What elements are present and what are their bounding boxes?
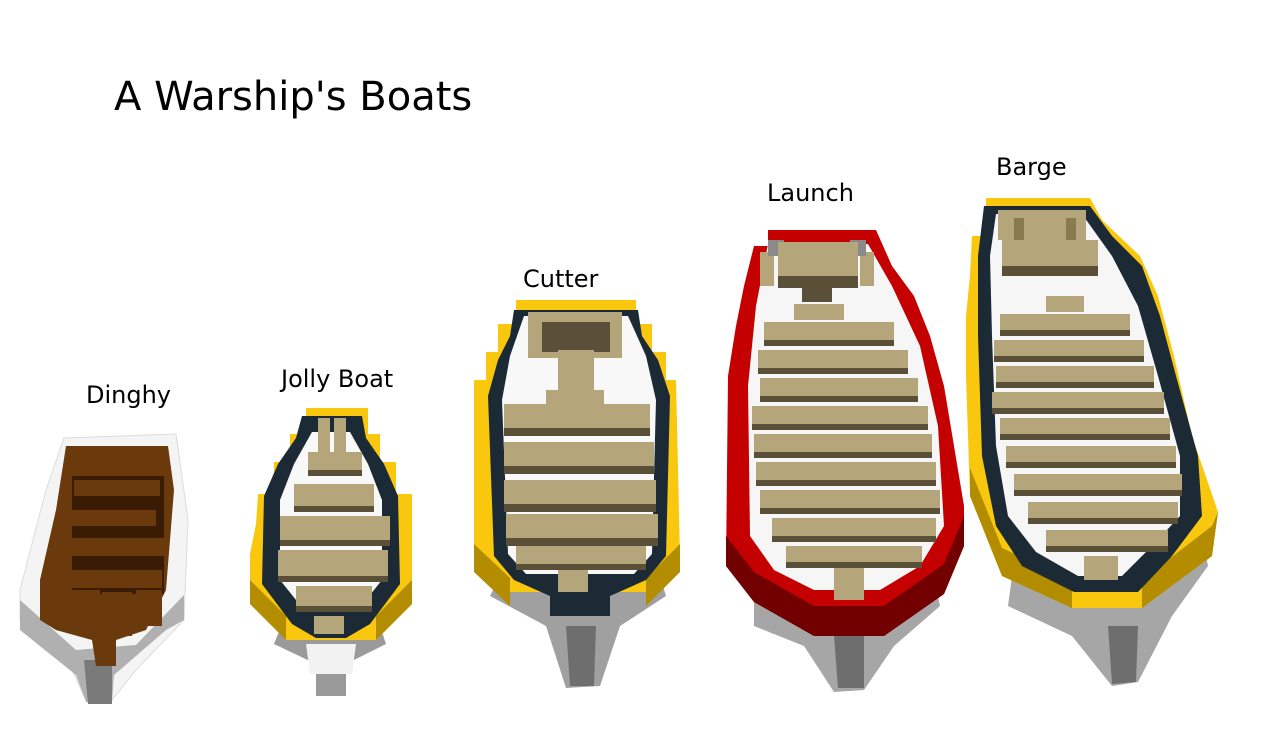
cutter-illustration [474, 300, 680, 688]
dinghy-illustration [19, 433, 189, 704]
barge-thwarts [992, 314, 1182, 580]
boat-cutter [470, 296, 686, 696]
boat-jolly-boat [246, 404, 416, 700]
cutter-thwarts [504, 404, 658, 592]
boat-label-cutter: Cutter [523, 265, 599, 293]
boat-label-launch: Launch [767, 179, 854, 207]
barge-illustration [966, 198, 1218, 686]
boat-label-jolly-boat: Jolly Boat [281, 365, 394, 393]
launch-thwarts [752, 322, 940, 600]
boat-dinghy [16, 430, 196, 710]
boat-launch [724, 226, 968, 696]
launch-illustration [726, 230, 964, 692]
jolly-boat-illustration [250, 408, 412, 696]
boat-barge [962, 196, 1224, 692]
boat-label-dinghy: Dinghy [86, 381, 172, 409]
boat-label-barge: Barge [996, 153, 1067, 181]
page-title: A Warship's Boats [114, 73, 473, 120]
